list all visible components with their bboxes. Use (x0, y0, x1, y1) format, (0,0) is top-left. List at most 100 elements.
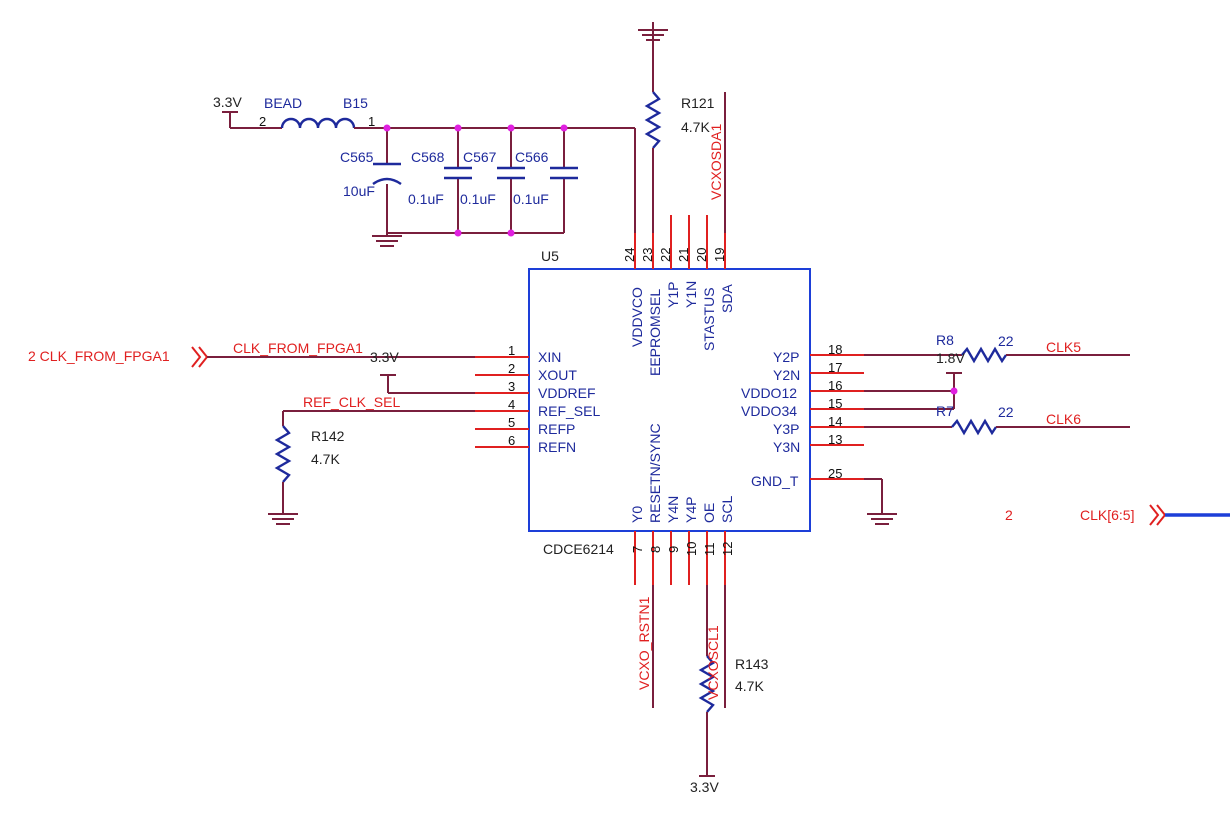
pin-11-number: 11 (702, 543, 717, 557)
net-label-clk6: CLK6 (1046, 411, 1081, 427)
bead-designator: B15 (343, 95, 368, 111)
c567-value: 0.1uF (460, 191, 496, 207)
bottom-nets: VCXO_RSTN1 VCXOSCL1 R143 4.7K 3.3V (636, 585, 769, 795)
ground-icon-r142 (268, 513, 298, 525)
junction-dots-top (383, 124, 568, 237)
pin-22-name: Y1P (665, 282, 681, 308)
r121-pulldown: R121 4.7K (638, 22, 715, 233)
junction-dot-vddo (950, 387, 958, 395)
pin-3-number: 3 (508, 379, 515, 394)
pin-22-number: 22 (658, 248, 673, 262)
pin-4-number: 4 (508, 397, 515, 412)
c566-value: 0.1uF (513, 191, 549, 207)
c568-designator: C568 (411, 149, 445, 165)
r142-resistor-icon (274, 425, 292, 483)
net-label-vcxo-rstn: VCXO_RSTN1 (636, 596, 652, 690)
ic-u5: U5 CDCE6214 1 XIN 2 XO (475, 215, 864, 585)
net-label-clk-from-fpga: CLK_FROM_FPGA1 (233, 340, 363, 356)
r143-designator: R143 (735, 656, 769, 672)
pin-6-number: 6 (508, 433, 515, 448)
pin-11-name: OE (701, 503, 717, 523)
pin-9-name: Y4N (665, 496, 681, 523)
pin-20-name: STASTUS (701, 287, 717, 351)
r143-resistor-icon (698, 655, 716, 713)
power-label-vddref-supply: 3.3V (370, 349, 399, 365)
pin-leads-left (475, 356, 529, 448)
ic-body (528, 268, 811, 532)
net-label-vcxo-scl: VCXOSCL1 (705, 625, 721, 700)
c565-plate-curved-icon (372, 177, 402, 185)
left-nets: 2 CLK_FROM_FPGA1 CLK_FROM_FPGA1 3.3V REF… (28, 340, 475, 525)
pin-10-name: Y4P (683, 497, 699, 523)
r142-designator: R142 (311, 428, 345, 444)
r8-designator: R8 (936, 332, 954, 348)
net-label-clk5: CLK5 (1046, 339, 1081, 355)
pin-leads-top (634, 215, 726, 269)
pin-8-number: 8 (648, 546, 663, 553)
pin-24-name: VDDVCO (629, 287, 645, 347)
pin-2-number: 2 (508, 361, 515, 376)
c566-designator: C566 (515, 149, 549, 165)
pin-1-number: 1 (508, 343, 515, 358)
r7-designator: R7 (936, 403, 954, 419)
c565-value: 10uF (343, 183, 375, 199)
port-chevron-icon-bus (1149, 504, 1167, 526)
pin-1-name: XIN (538, 349, 561, 365)
pin-15-number: 15 (828, 396, 842, 411)
pin-20-number: 20 (694, 248, 709, 262)
pin-25-number: 25 (828, 466, 842, 481)
ic-designator: U5 (541, 248, 559, 264)
pin-8-name: RESETN/SYNC (647, 423, 663, 523)
pin-12-number: 12 (720, 542, 735, 556)
c568-value: 0.1uF (408, 191, 444, 207)
pin-16-name: VDDO12 (741, 385, 797, 401)
pin-24-number: 24 (622, 248, 637, 262)
r7-value: 22 (998, 404, 1014, 420)
pin-23-name: EEPROMSEL (647, 289, 663, 376)
pin-25-name: GND_T (751, 473, 799, 489)
pin-16-number: 16 (828, 378, 842, 393)
pin-19-number: 19 (712, 248, 727, 262)
net-label-ref-clk-sel: REF_CLK_SEL (303, 394, 400, 410)
bus-label-clk: CLK[6:5] (1080, 507, 1134, 523)
pin-6-name: REFN (538, 439, 576, 455)
bead-pin-left: 2 (259, 114, 266, 129)
bead-label: BEAD (264, 95, 302, 111)
pin-13-number: 13 (828, 432, 842, 447)
pin-23-number: 23 (640, 248, 655, 262)
r7-resistor-icon (951, 418, 997, 436)
power-label-vddo-supply: 1.8V (936, 350, 965, 366)
bead-pin-right: 1 (368, 114, 375, 129)
pin-leads-bottom (634, 531, 726, 585)
r121-resistor-icon (644, 91, 662, 149)
pin-14-name: Y3P (773, 421, 799, 437)
c567-designator: C567 (463, 149, 497, 165)
port-label-clk-from-fpga: 2 CLK_FROM_FPGA1 (28, 348, 170, 364)
bead-inductor-icon (280, 117, 356, 129)
pin-13-name: Y3N (773, 439, 800, 455)
pin-17-name: Y2N (773, 367, 800, 383)
pin-19-name: SDA (719, 284, 735, 313)
pin-5-number: 5 (508, 415, 515, 430)
pin-7-name: Y0 (629, 506, 645, 523)
r143-value: 4.7K (735, 678, 764, 694)
pin-7-number: 7 (630, 546, 645, 553)
c565-designator: C565 (340, 149, 374, 165)
pin-leads-right (810, 354, 864, 480)
pin-2-name: XOUT (538, 367, 577, 383)
ground-icon-cap-bank (372, 233, 402, 247)
r142-value: 4.7K (311, 451, 340, 467)
r121-designator: R121 (681, 95, 715, 111)
net-label-vcxo-sda: VCXOSDA1 (708, 124, 724, 200)
pin-21-number: 21 (676, 248, 691, 262)
ic-part-number: CDCE6214 (543, 541, 614, 557)
pin-18-number: 18 (828, 342, 842, 357)
pin-4-name: REF_SEL (538, 403, 600, 419)
right-nets: R8 22 CLK5 1.8V R7 22 CLK6 2 CLK[6:5] (864, 332, 1230, 526)
pin-3-name: VDDREF (538, 385, 596, 401)
pin-15-name: VDDO34 (741, 403, 797, 419)
pin-18-name: Y2P (773, 349, 799, 365)
bead-power-filter: 3.3V 2 BEAD B15 1 C565 10uF C568 0.1uF (213, 94, 636, 247)
pin-21-name: Y1N (683, 281, 699, 308)
